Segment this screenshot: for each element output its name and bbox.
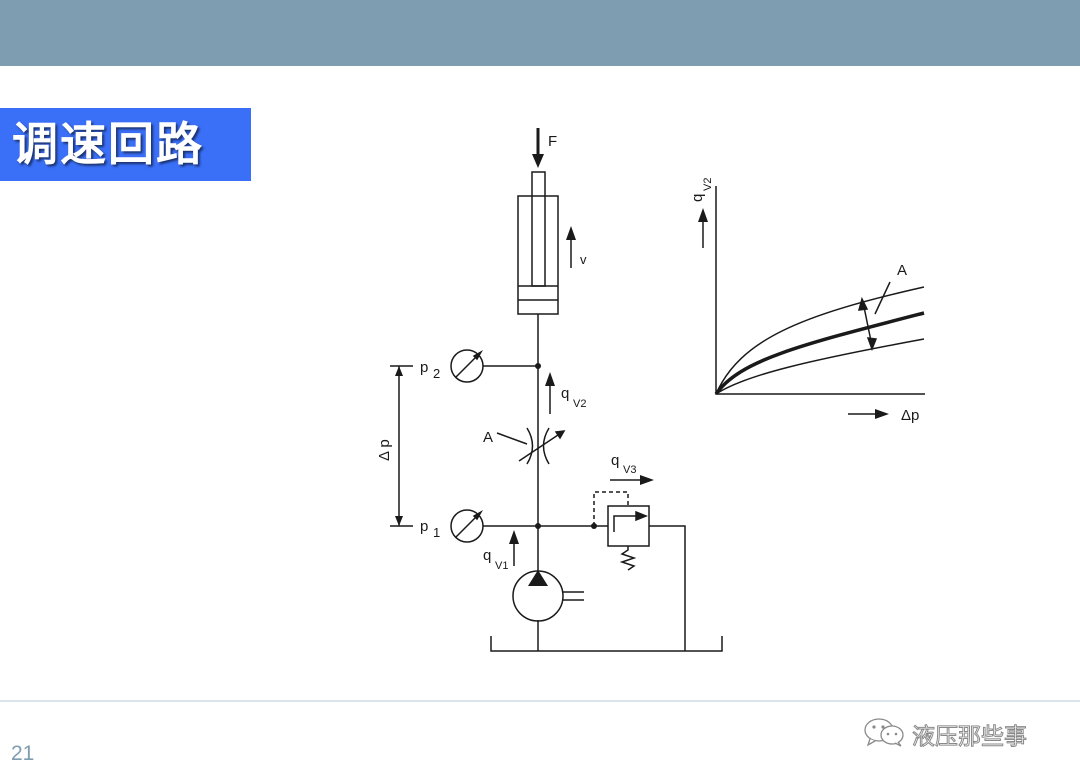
flow-qv2-arrow bbox=[545, 372, 555, 414]
delta-p-label: Δ p bbox=[376, 439, 393, 461]
throttle-valve-a bbox=[496, 427, 566, 465]
graph-curve-label: A bbox=[897, 262, 907, 279]
page-number: 21 bbox=[11, 742, 35, 765]
graph-y-subscript: V2 bbox=[702, 178, 714, 191]
qv3-subscript: V3 bbox=[623, 464, 636, 476]
throttle-label: A bbox=[483, 429, 493, 446]
p1-label: p bbox=[420, 518, 428, 535]
delta-p-dimension bbox=[395, 366, 403, 526]
graph-axes bbox=[698, 186, 925, 419]
pressure-gauge-p2 bbox=[390, 349, 538, 383]
graph-curve-upper bbox=[715, 286, 925, 395]
flow-qv3-arrow bbox=[610, 475, 654, 485]
qv2-subscript: V2 bbox=[573, 398, 586, 410]
qv3-label: q bbox=[611, 452, 619, 469]
footer-divider bbox=[0, 700, 1080, 702]
p1-subscript: 1 bbox=[433, 525, 440, 540]
pressure-relief-valve bbox=[593, 491, 686, 651]
title-banner: 调速回路 bbox=[0, 108, 251, 181]
p2-label: p bbox=[420, 359, 428, 376]
watermark-text: 液压那些事 bbox=[912, 724, 1028, 751]
graph-range-indicator bbox=[857, 281, 891, 352]
qv1-subscript: V1 bbox=[495, 560, 508, 572]
top-header-band bbox=[0, 0, 1080, 66]
wechat-icon bbox=[862, 716, 906, 752]
watermark: 液压那些事 bbox=[862, 716, 1028, 752]
graph-curve-lower bbox=[715, 338, 925, 395]
pressure-gauge-p1 bbox=[390, 509, 538, 543]
slide-title: 调速回路 bbox=[12, 117, 204, 171]
velocity-arrow bbox=[566, 226, 576, 268]
flow-qv1-arrow bbox=[509, 530, 519, 566]
hydraulic-cylinder bbox=[517, 171, 559, 315]
p2-subscript: 2 bbox=[433, 366, 440, 381]
velocity-label: v bbox=[580, 252, 587, 267]
force-label: F bbox=[548, 133, 557, 150]
graph-curve-nominal bbox=[714, 311, 925, 396]
graph-y-label: q bbox=[689, 194, 706, 202]
qv2-label: q bbox=[561, 385, 569, 402]
tank bbox=[490, 636, 723, 652]
graph-x-label: Δp bbox=[901, 407, 919, 424]
hydraulic-pump bbox=[512, 570, 584, 622]
qv1-label: q bbox=[483, 547, 491, 564]
force-arrow bbox=[532, 128, 544, 168]
